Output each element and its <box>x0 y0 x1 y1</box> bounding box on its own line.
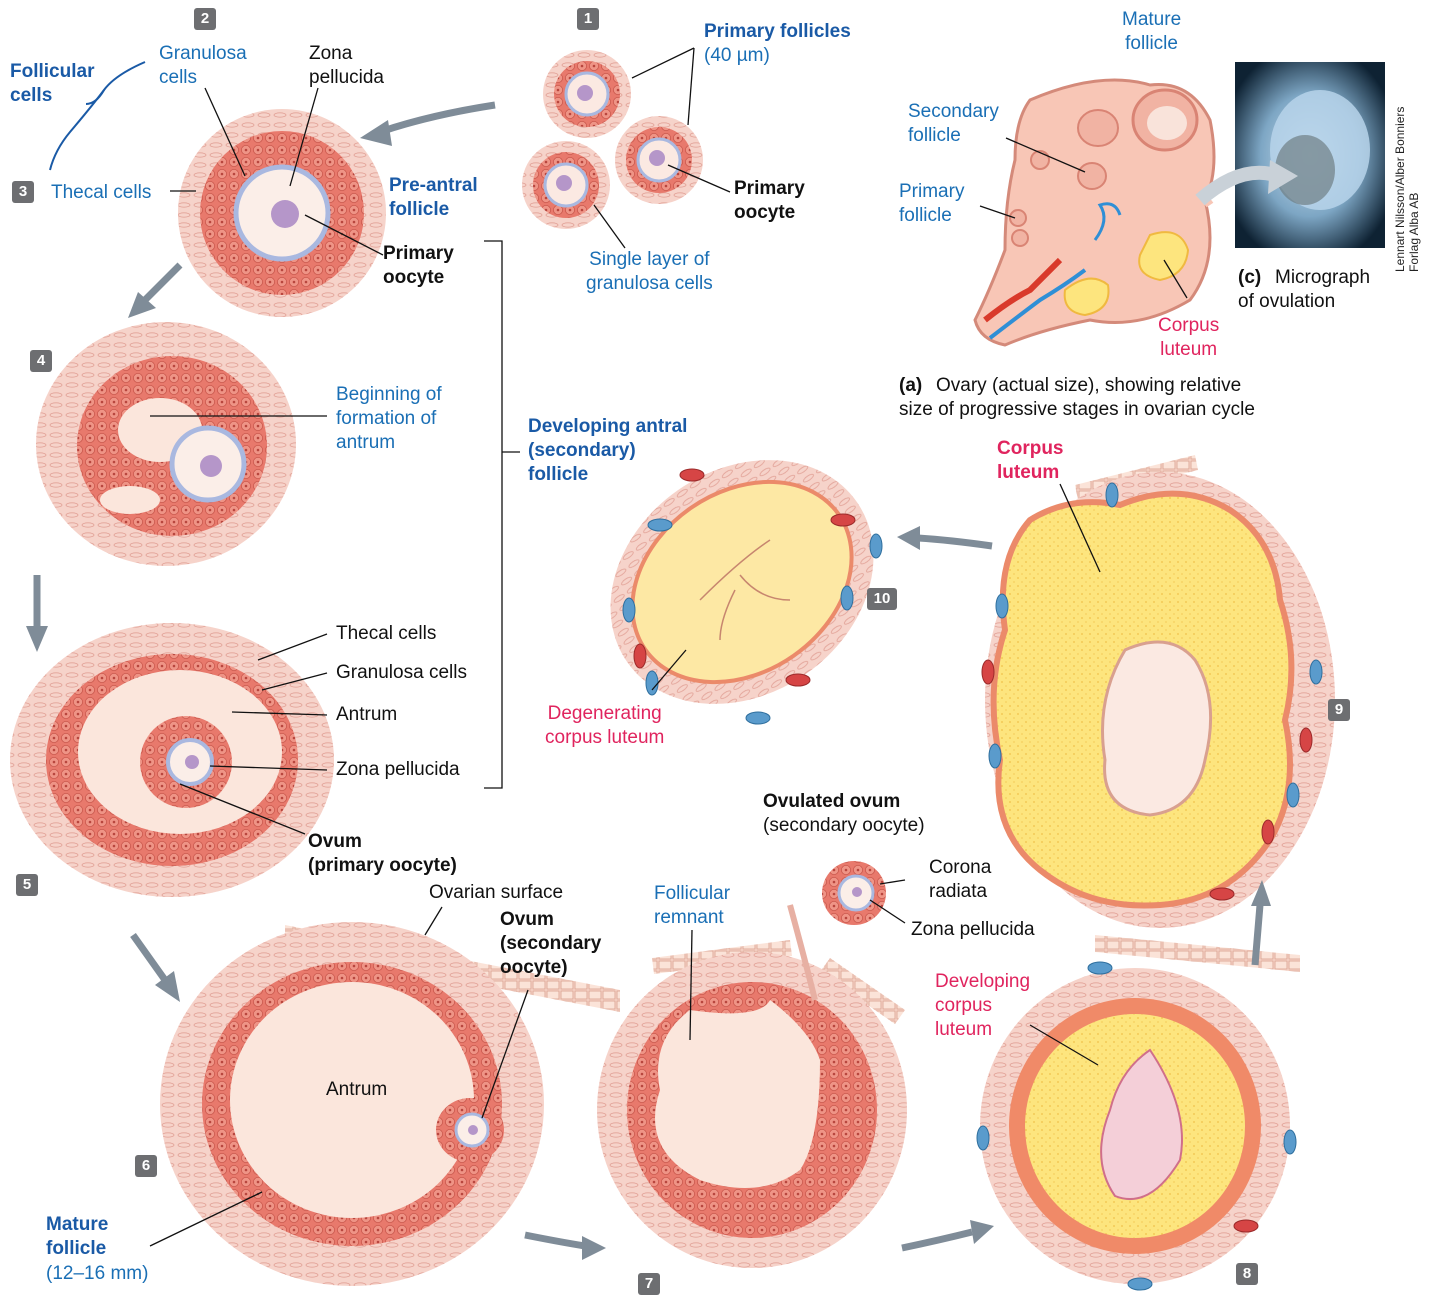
stage3-preantral-follicle <box>178 109 386 317</box>
stage5-antrum-label: Antrum <box>336 703 397 727</box>
panel-a-caption: Ovary (actual size), showing relative si… <box>899 374 1255 422</box>
step-number-5: 5 <box>16 874 38 896</box>
step-number-7: 7 <box>638 1273 660 1295</box>
developing-antral-follicle-label: Developing antral (secondary) follicle <box>528 415 687 487</box>
ovary-primary-follicle-label: Primary follicle <box>899 180 964 228</box>
ovary-mature-follicle-label: Mature follicle <box>1122 8 1181 56</box>
micrograph-panel-c <box>1200 62 1385 248</box>
ovulated-ovum-sublabel: (secondary oocyte) <box>763 814 925 838</box>
stage5-antral-follicle <box>10 623 334 897</box>
step-number-1: 1 <box>577 8 599 30</box>
stage5-ovum-label: Ovum (primary oocyte) <box>308 830 457 878</box>
preantral-follicle-label: Pre-antral follicle <box>389 174 478 222</box>
stage3-thecal-cells-label: Thecal cells <box>51 181 151 205</box>
step-number-4: 4 <box>30 350 52 372</box>
step-number-8: 8 <box>1236 1263 1258 1285</box>
ovarian-surface-label: Ovarian surface <box>429 881 563 905</box>
photo-credit: Lennart Nilsson/Alber Bonniers Forlag Al… <box>1393 107 1421 272</box>
stage5-thecal-cells-label: Thecal cells <box>336 622 436 646</box>
step-number-10: 10 <box>867 588 897 610</box>
step-number-2: 2 <box>194 8 216 30</box>
panel-c-caption: Micrograph of ovulation <box>1238 266 1370 314</box>
stage1-primary-follicles <box>522 50 703 229</box>
ovary-corpus-luteum-label: Corpus luteum <box>1158 314 1219 362</box>
stage7-zona-pellucida-label: Zona pellucida <box>911 918 1035 942</box>
stage2-granulosa-cells-label: Granulosa cells <box>159 42 247 90</box>
stage6-antrum-label: Antrum <box>326 1078 387 1102</box>
degenerating-corpus-luteum-label: Degenerating corpus luteum <box>545 702 664 750</box>
stage5-granulosa-cells-label: Granulosa cells <box>336 661 467 685</box>
corona-radiata-label: Corona radiata <box>929 856 991 904</box>
stage6-ovum-label: Ovum (secondary oocyte) <box>500 908 601 980</box>
developing-corpus-luteum-label: Developing corpus luteum <box>935 970 1030 1042</box>
primary-follicles-size: (40 µm) <box>704 44 770 68</box>
stage3-primary-oocyte-label: Primary oocyte <box>383 242 454 290</box>
follicular-cells-label: Follicular cells <box>10 60 94 108</box>
follicular-remnant-label: Follicular remnant <box>654 882 730 930</box>
stage5-zona-pellucida-label: Zona pellucida <box>336 758 460 782</box>
single-layer-granulosa-label: Single layer of granulosa cells <box>586 248 713 296</box>
stage9-corpus-luteum <box>982 455 1335 928</box>
step-number-6: 6 <box>135 1155 157 1177</box>
primary-follicles-title: Primary follicles <box>704 20 851 44</box>
ovary-secondary-follicle-label: Secondary follicle <box>908 100 999 148</box>
stage4-early-antral-follicle <box>36 322 296 566</box>
corpus-luteum-label: Corpus luteum <box>997 437 1064 485</box>
beginning-antrum-label: Beginning of formation of antrum <box>336 383 442 455</box>
mature-follicle-label: Mature follicle <box>46 1213 108 1261</box>
stage7-ovulation <box>597 861 907 1268</box>
stage2-zona-pellucida-label: Zona pellucida <box>309 42 384 90</box>
ovary-panel-a <box>975 80 1214 345</box>
stage1-primary-oocyte-label: Primary oocyte <box>734 177 805 225</box>
step-number-9: 9 <box>1328 699 1350 721</box>
step-number-3: 3 <box>12 181 34 203</box>
ovulated-ovum-label: Ovulated ovum <box>763 790 900 814</box>
mature-follicle-size: (12–16 mm) <box>46 1262 148 1286</box>
